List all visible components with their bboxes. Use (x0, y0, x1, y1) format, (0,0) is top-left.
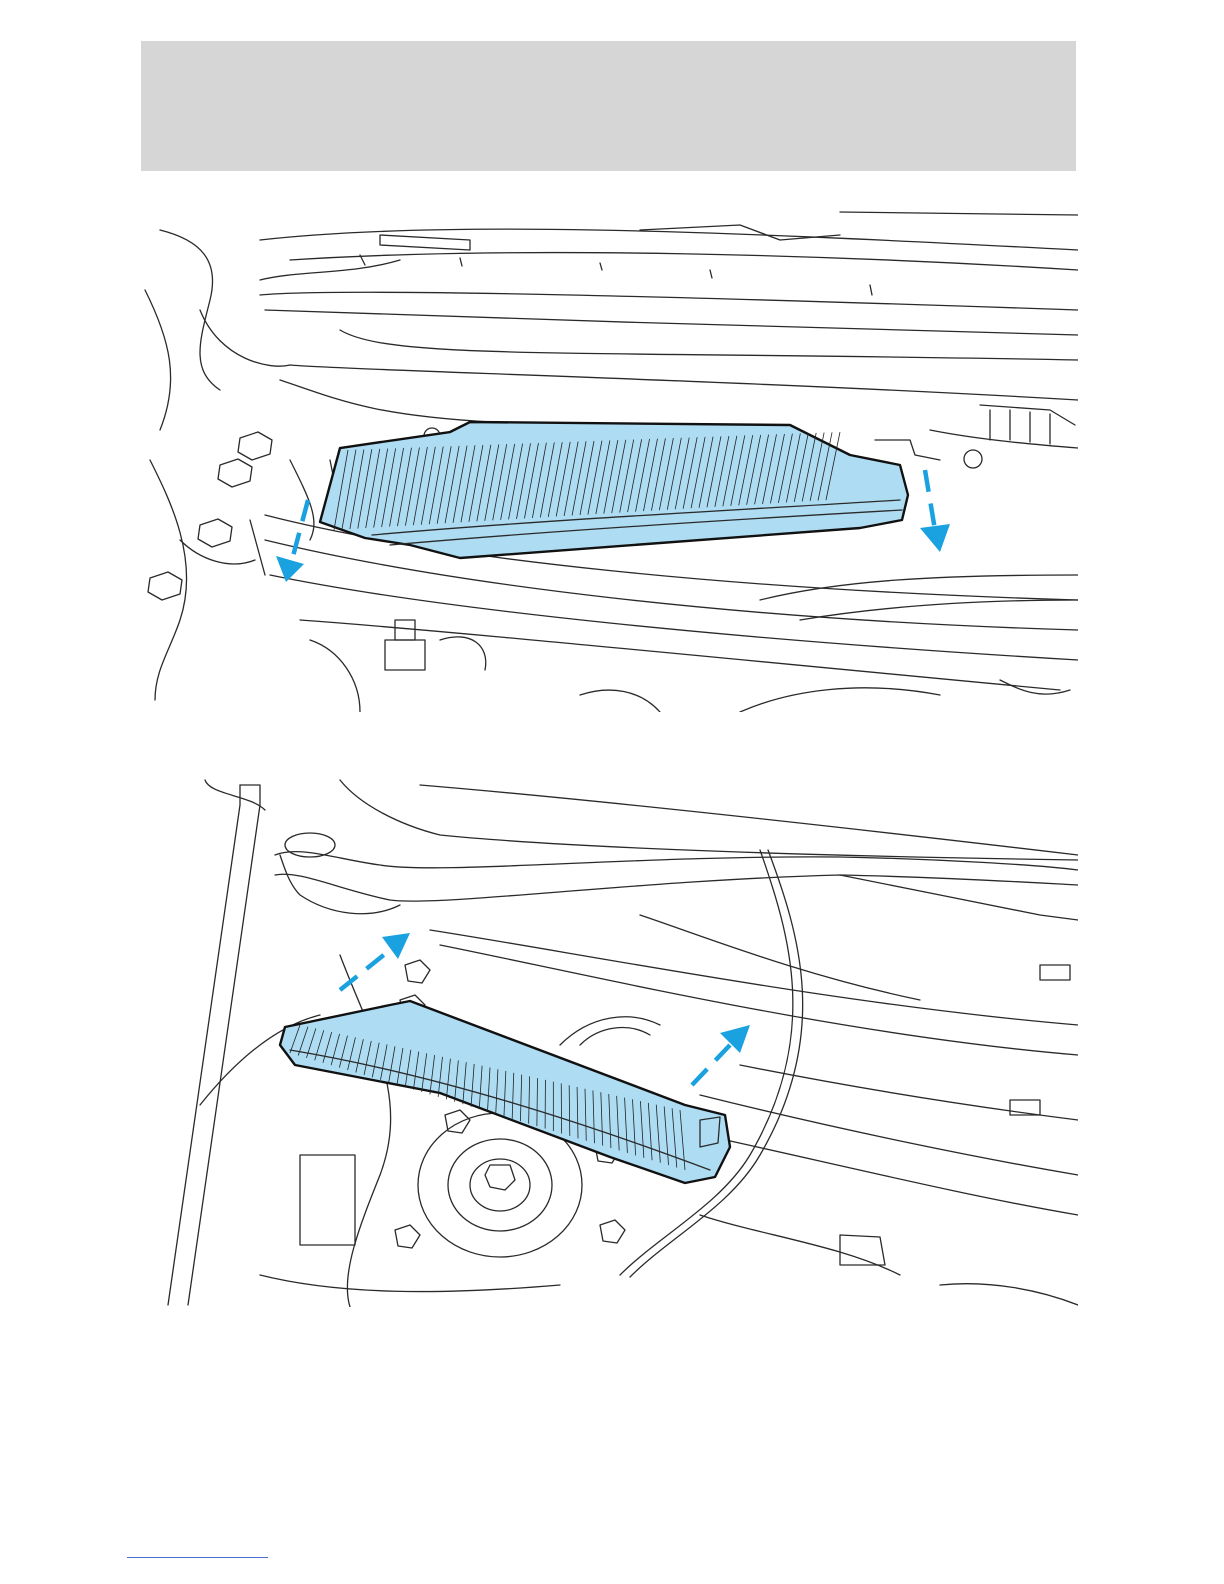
install-arrow-right (692, 1025, 750, 1085)
footer-rule (127, 1557, 268, 1558)
filter-removal-illustration (140, 200, 1078, 712)
page-header-band (141, 41, 1076, 171)
filter-installation-illustration (140, 775, 1078, 1307)
install-arrow-left (340, 933, 410, 990)
removal-arrow-left (276, 500, 308, 582)
cabin-air-filter (280, 1001, 730, 1183)
cabin-air-filter (320, 422, 908, 558)
removal-arrow-right (920, 470, 950, 552)
